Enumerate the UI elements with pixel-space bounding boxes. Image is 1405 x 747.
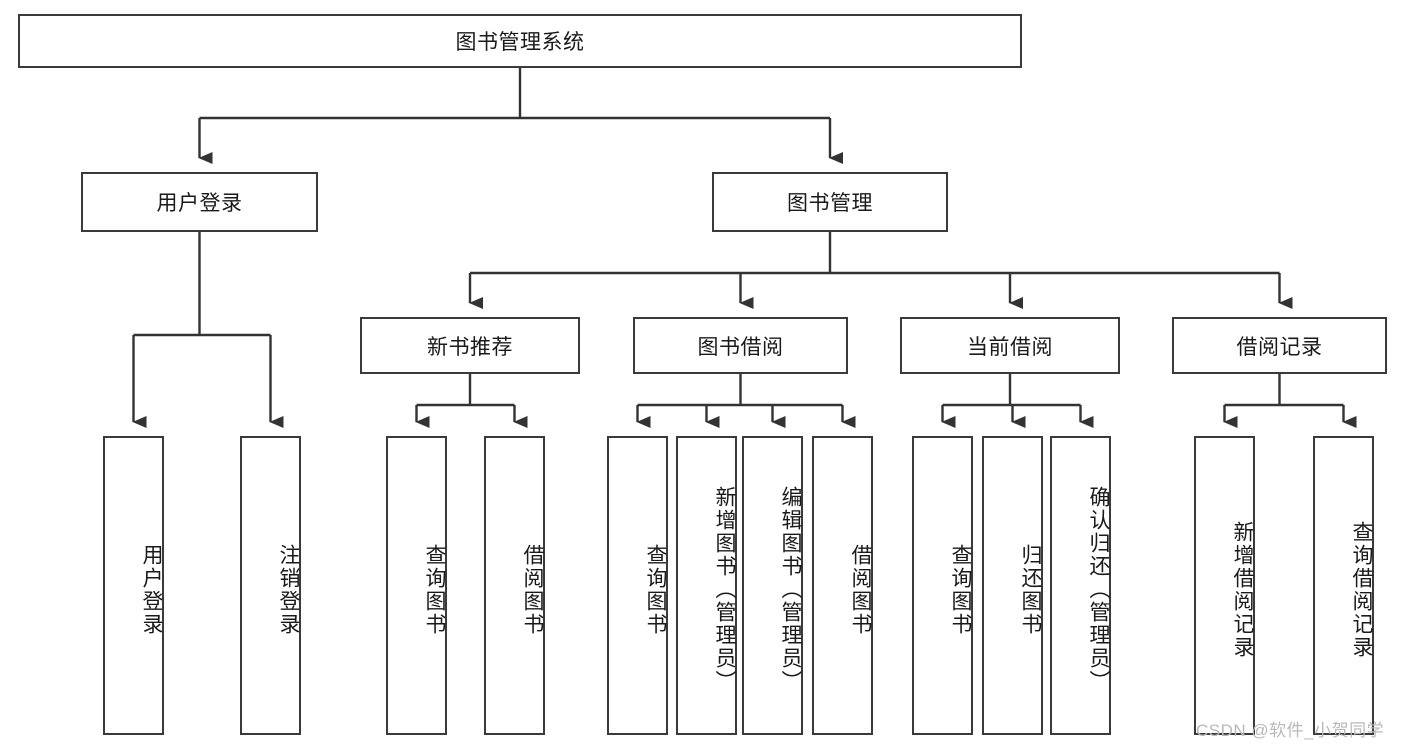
level3-node: 图书借阅 (633, 317, 848, 374)
leaf-node: 用户登录 (103, 436, 164, 735)
leaf-node: 查询借阅记录 (1313, 436, 1374, 735)
leaf-node: 注销登录 (240, 436, 301, 735)
leaf-label: 注销登录 (277, 543, 300, 636)
leaf-node: 编辑图书（管理员） (742, 436, 803, 735)
leaf-label: 借阅图书 (521, 543, 544, 636)
leaf-label: 查询借阅记录 (1350, 520, 1373, 659)
leaf-label: 新增借阅记录 (1231, 520, 1254, 659)
leaf-label: 用户登录 (140, 543, 163, 636)
leaf-node: 借阅图书 (484, 436, 545, 735)
leaf-node: 借阅图书 (812, 436, 873, 735)
level2-label: 用户登录 (156, 192, 243, 215)
leaf-node: 确认归还（管理员） (1050, 436, 1111, 735)
leaf-label: 借阅图书 (849, 543, 872, 636)
leaf-label: 归还图书 (1019, 543, 1042, 636)
level3-label: 当前借阅 (967, 335, 1053, 359)
leaf-node: 查询图书 (386, 436, 447, 735)
level3-label: 借阅记录 (1236, 335, 1323, 359)
level2-node: 用户登录 (81, 172, 318, 232)
leaf-node: 查询图书 (912, 436, 973, 735)
root-node: 图书管理系统 (18, 14, 1022, 68)
leaf-label: 新增图书（管理员） (713, 486, 736, 693)
leaf-label: 确认归还（管理员） (1087, 486, 1110, 693)
leaf-label: 查询图书 (949, 543, 972, 636)
leaf-label: 查询图书 (423, 543, 446, 636)
leaf-label: 编辑图书（管理员） (779, 486, 802, 693)
level2-node: 图书管理 (712, 172, 948, 232)
level3-label: 新书推荐 (427, 335, 513, 359)
level3-label: 图书借阅 (697, 335, 784, 359)
leaf-label: 查询图书 (644, 543, 667, 636)
leaf-node: 查询图书 (607, 436, 668, 735)
level3-node: 新书推荐 (360, 317, 580, 374)
level2-label: 图书管理 (787, 192, 873, 215)
level3-node: 当前借阅 (900, 317, 1120, 374)
leaf-node: 新增图书（管理员） (676, 436, 737, 735)
root-label: 图书管理系统 (455, 31, 585, 54)
level3-node: 借阅记录 (1172, 317, 1387, 374)
leaf-node: 新增借阅记录 (1194, 436, 1255, 735)
csdn-watermark: CSDN @软件_小贺同学 (1196, 721, 1385, 740)
leaf-node: 归还图书 (982, 436, 1043, 735)
